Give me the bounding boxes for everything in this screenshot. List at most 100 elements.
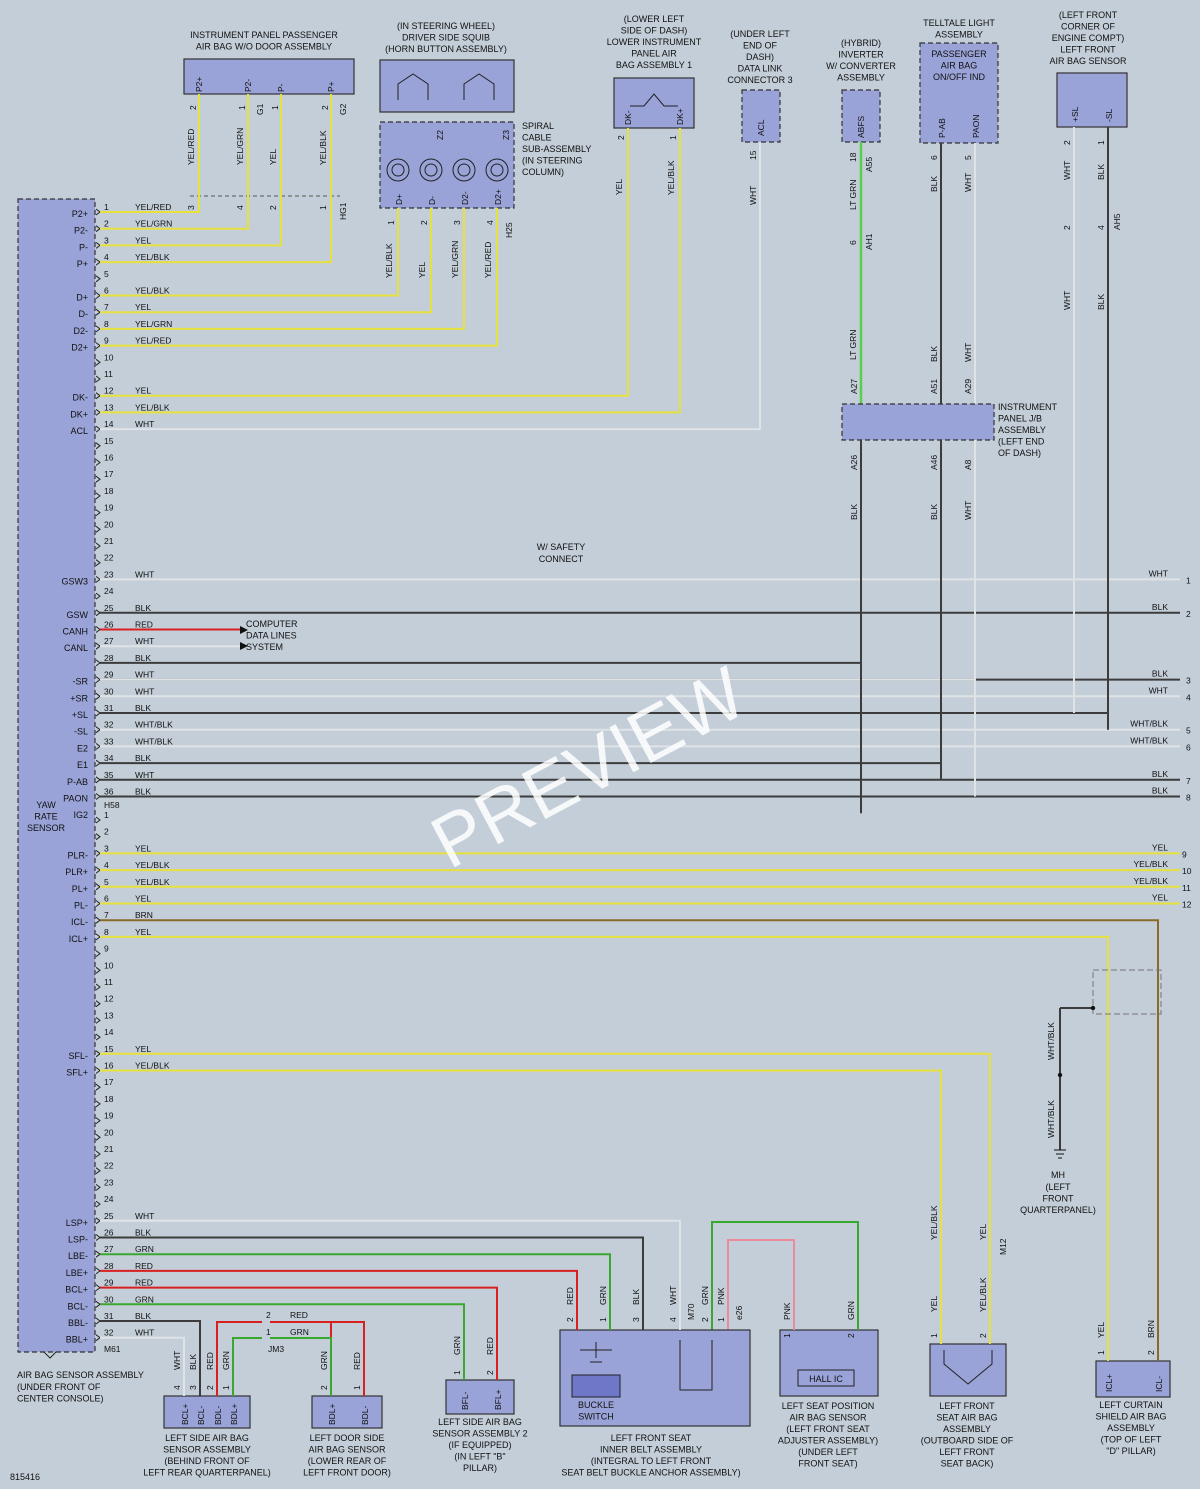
- side-bag2-box: [445, 1379, 515, 1415]
- pin-chevron: [95, 208, 101, 216]
- wire-sb-blk: [100, 1320, 201, 1396]
- pin-chevron: [95, 866, 101, 874]
- pin-chevron: [95, 409, 101, 416]
- pin-chevron: [95, 1184, 101, 1191]
- pin-label: Z3: [501, 130, 511, 140]
- off-page-number: 12: [1182, 900, 1192, 910]
- wire-label: PNK: [782, 1302, 792, 1320]
- pin-number: 3: [188, 1385, 198, 1390]
- pin-number: 24: [104, 1194, 114, 1204]
- telltale-title-line: ASSEMBLY: [935, 30, 983, 40]
- pin-number: 4: [1096, 225, 1106, 230]
- pin-number: 1: [266, 1327, 271, 1337]
- wire-label: YEL/RED: [135, 202, 171, 212]
- wire-passenger-3: [100, 94, 332, 264]
- wire-curtain-brn: [100, 919, 1159, 1361]
- wire-label: PNK: [716, 1287, 726, 1305]
- diagram-id: 815416: [10, 1472, 40, 1482]
- off-page-number: 5: [1186, 726, 1191, 736]
- wire-label: WHT: [668, 1286, 678, 1305]
- wire-label: WHT/BLK: [135, 720, 173, 730]
- wire-label: WHT/BLK: [1130, 735, 1168, 745]
- wire-label: YEL/BLK: [318, 130, 328, 165]
- pin-chevron: [95, 1133, 101, 1141]
- jb-box: [841, 403, 995, 441]
- wire-label: GRN: [290, 1327, 309, 1337]
- pin-number: 20: [104, 1127, 114, 1137]
- wire-label: BLK: [849, 504, 859, 520]
- pin-number: 4: [104, 860, 109, 870]
- pin-number: 18: [104, 1094, 114, 1104]
- wire-label: YEL/BLK: [978, 1277, 988, 1312]
- pin-label: BDL-: [213, 1405, 223, 1425]
- pin-label: ICL+: [69, 934, 88, 944]
- pin-chevron: [95, 1117, 101, 1124]
- pin-number: 1: [782, 1333, 792, 1338]
- curtain-title-line: "D" PILLAR): [1106, 1446, 1155, 1456]
- pin-chevron: [95, 1284, 101, 1291]
- pin-chevron: [95, 559, 101, 567]
- pin-number: 2: [188, 105, 198, 110]
- seat-position-title-line: AIR BAG SENSOR: [789, 1413, 867, 1423]
- wire-label: LT GRN: [848, 180, 858, 210]
- wire-label: WHT: [963, 343, 973, 362]
- wire-belt-3: [100, 1219, 681, 1330]
- seat-airbag-box: [929, 1343, 1007, 1397]
- wire-label: GRN: [135, 1294, 154, 1304]
- wire-label: YEL: [268, 149, 278, 165]
- pin-number: 4: [235, 205, 245, 210]
- dlc-title-line: (UNDER LEFT: [730, 29, 790, 39]
- wire-label: BLK: [1152, 669, 1168, 679]
- wire-label: YEL: [135, 843, 151, 853]
- wire-label: YEL/BLK: [135, 1061, 170, 1071]
- wire-sb-red: [216, 1321, 262, 1396]
- note-text: W/ SAFETY: [537, 542, 586, 552]
- wire-label: YEL/BLK: [135, 286, 170, 296]
- pin-number: 15: [104, 436, 114, 446]
- spiral-coil-icon: [419, 158, 443, 182]
- pin-label: LBE+: [66, 1268, 88, 1278]
- wire-label: GRN: [135, 1244, 154, 1254]
- pin-number: 2: [1146, 1350, 1156, 1355]
- pin-label: D2-: [460, 191, 470, 205]
- pin-chevron: [95, 1334, 101, 1342]
- can-note-line: SYSTEM: [246, 642, 283, 652]
- pin-number: 4: [485, 220, 495, 225]
- pin-chevron: [95, 950, 101, 957]
- knee-title-line: (LOWER LEFT: [624, 14, 685, 24]
- inverter-title-line: INVERTER: [838, 50, 884, 60]
- pin-label: BDL+: [327, 1403, 337, 1425]
- pin-chevron: [95, 325, 101, 333]
- pin-chevron: [95, 776, 101, 784]
- pin-chevron: [95, 759, 101, 767]
- wire-label: YEL/BLK: [135, 402, 170, 412]
- wire-label: YEL: [135, 386, 151, 396]
- pin-chevron: [95, 525, 101, 533]
- belt-title-line: INNER BELT ASSEMBLY: [600, 1445, 702, 1455]
- pin-label: PAON: [971, 115, 981, 138]
- pin-number: 2: [104, 827, 109, 837]
- wire-curtain-yel: [100, 935, 1109, 1361]
- pin-number: 8: [104, 319, 109, 329]
- pin-chevron: [95, 1150, 101, 1158]
- ground-location-line: QUARTERPANEL): [1020, 1205, 1096, 1215]
- pin-number: 1: [221, 1385, 231, 1390]
- pin-number: 1: [352, 1385, 362, 1390]
- jb-title-line: ASSEMBLY: [998, 425, 1046, 435]
- pin-label: -SR: [73, 677, 89, 687]
- off-page-number: 1: [1186, 575, 1191, 585]
- pin-label: -SL: [1104, 109, 1114, 123]
- telltale-inner-line: ON/OFF IND: [933, 72, 985, 82]
- pin-number: 12: [104, 386, 114, 396]
- ground-id: G1: [255, 103, 265, 115]
- pin-label: D-: [79, 309, 89, 319]
- seat-position-title-line: FRONT SEAT): [798, 1459, 857, 1469]
- belt-title-line: SEAT BELT BUCKLE ANCHOR ASSEMBLY): [561, 1468, 740, 1478]
- pin-chevron: [95, 1167, 101, 1175]
- pin-number: 2: [1062, 140, 1072, 145]
- pin-label: D+: [394, 194, 404, 205]
- seat-airbag-title-line: LEFT FRONT: [939, 1401, 995, 1411]
- horn-title-line: (IN STEERING WHEEL): [397, 21, 495, 31]
- pin-chevron: [95, 1067, 101, 1074]
- wire-spiral-2: [100, 208, 465, 330]
